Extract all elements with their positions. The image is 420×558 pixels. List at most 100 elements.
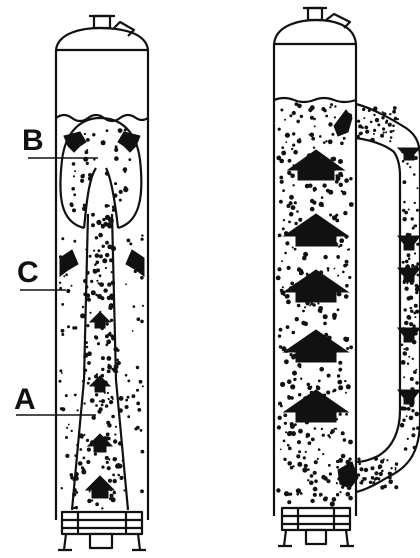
particle-dot (285, 431, 287, 433)
particle-dot (297, 267, 302, 272)
particle-dot (117, 474, 120, 477)
particle-dot (389, 140, 391, 142)
particle-dot (136, 426, 140, 430)
particle-dot (346, 384, 351, 389)
particle-dot (348, 496, 353, 501)
right-down-arrow-5 (398, 390, 420, 404)
particle-dot (288, 221, 291, 224)
particle-dot (345, 413, 348, 416)
particle-dot (338, 159, 343, 164)
particle-dot (106, 323, 109, 326)
right-bottom-plate (282, 508, 350, 530)
particle-dot (109, 218, 114, 223)
label-c: C (17, 258, 39, 288)
particle-dot (404, 353, 407, 356)
particle-dot (337, 275, 339, 277)
particle-dot (93, 269, 96, 272)
particle-dot (89, 312, 91, 314)
particle-dot (409, 416, 414, 421)
particle-dot (285, 241, 289, 245)
particle-dot (313, 493, 317, 497)
particle-dot (87, 361, 91, 365)
particle-dot (390, 136, 393, 139)
particle-dot (337, 374, 340, 377)
particle-dot (113, 439, 117, 443)
particle-dot (303, 252, 308, 257)
particle-dot (91, 290, 96, 295)
particle-dot (141, 234, 143, 236)
particle-dot (390, 467, 392, 469)
particle-dot (411, 433, 415, 437)
particle-dot (288, 447, 292, 451)
particle-dot (375, 118, 379, 122)
particle-dot (292, 132, 295, 135)
particle-dot (110, 494, 114, 498)
particle-dot (371, 476, 375, 480)
particle-dot (118, 408, 123, 413)
particle-dot (412, 358, 414, 360)
particle-dot (106, 129, 109, 132)
particle-dot (313, 118, 316, 121)
particle-dot (415, 284, 419, 288)
particle-dot (98, 233, 103, 238)
particle-dot (284, 119, 286, 121)
particle-dot (316, 385, 320, 389)
particle-dot (369, 481, 372, 484)
particle-dot (300, 115, 303, 118)
particle-dot (96, 268, 100, 272)
particle-dot (404, 211, 408, 215)
particle-dot (293, 150, 298, 155)
particle-dot (395, 467, 397, 469)
particle-dot (322, 183, 326, 187)
particle-dot (373, 133, 375, 135)
particle-dot (385, 131, 387, 133)
particle-dot (318, 380, 321, 383)
particle-dot (334, 116, 336, 118)
particle-dot (289, 212, 294, 217)
left-inlet (90, 534, 112, 548)
particle-dot (284, 252, 287, 255)
particle-dot (105, 241, 109, 245)
particle-dot (287, 431, 292, 436)
particle-dot (292, 111, 296, 115)
particle-dot (59, 282, 61, 284)
particle-dot (347, 337, 349, 339)
particle-dot (86, 293, 91, 298)
particle-dot (83, 279, 87, 283)
particle-dot (406, 315, 411, 320)
particle-dot (336, 493, 339, 496)
particle-dot (137, 408, 141, 412)
right-dome (274, 20, 356, 44)
particle-dot (140, 489, 144, 493)
particle-dot (404, 287, 408, 291)
particle-dot (341, 190, 343, 192)
particle-dot (409, 296, 413, 300)
particle-dot (339, 183, 343, 187)
particle-dot (403, 217, 407, 221)
particle-dot (99, 254, 103, 258)
particle-dot (319, 367, 324, 372)
particle-dot (87, 382, 90, 385)
particle-dot (405, 260, 409, 264)
particle-dot (336, 482, 338, 484)
particle-dot (66, 289, 70, 293)
particle-dot (87, 448, 91, 452)
particle-dot (339, 413, 342, 416)
particle-dot (105, 253, 109, 257)
particle-dot (113, 491, 116, 494)
particle-dot (395, 471, 397, 473)
particle-dot (329, 106, 331, 108)
particle-dot (300, 492, 303, 495)
particle-dot (407, 363, 409, 365)
particle-dot (282, 227, 285, 230)
particle-dot (414, 304, 418, 308)
particle-dot (310, 207, 315, 212)
particle-dot (59, 380, 62, 383)
particle-dot (75, 472, 79, 476)
particle-dot (287, 171, 291, 175)
particle-dot (295, 102, 299, 106)
particle-dot (340, 142, 344, 146)
particle-dot (335, 219, 339, 223)
particle-dot (141, 450, 145, 454)
particle-dot (298, 218, 302, 222)
